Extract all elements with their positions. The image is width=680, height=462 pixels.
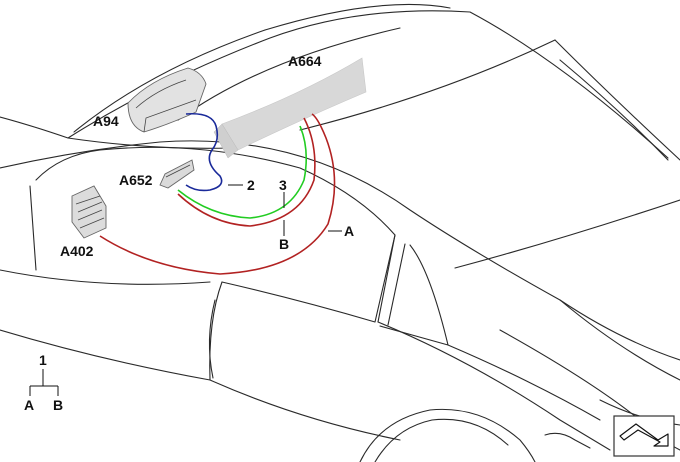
a652-control-unit [159, 159, 195, 189]
label-wire-b: B [279, 236, 289, 252]
legend-branch-a: A [24, 397, 34, 413]
label-a94: A94 [93, 113, 119, 129]
legend-tree: 1 A B [24, 352, 63, 413]
a402-module [71, 185, 107, 239]
label-a402: A402 [60, 243, 94, 259]
legend-root: 1 [39, 352, 47, 368]
wire-red-b [177, 117, 316, 227]
navigation-arrow-icon[interactable] [613, 415, 675, 457]
label-item-2: 2 [247, 177, 255, 193]
label-wire-a: A [344, 223, 354, 239]
wire-blue-item2 [185, 112, 223, 192]
a94-airbag-module [127, 67, 207, 133]
a664-curtain-airbag [221, 57, 367, 151]
label-a664: A664 [288, 53, 322, 69]
wire-green-item3 [177, 125, 308, 219]
wire-red-a [99, 113, 336, 275]
label-item-3: 3 [279, 177, 287, 193]
label-a652: A652 [119, 172, 153, 188]
legend-branch-b: B [53, 397, 63, 413]
